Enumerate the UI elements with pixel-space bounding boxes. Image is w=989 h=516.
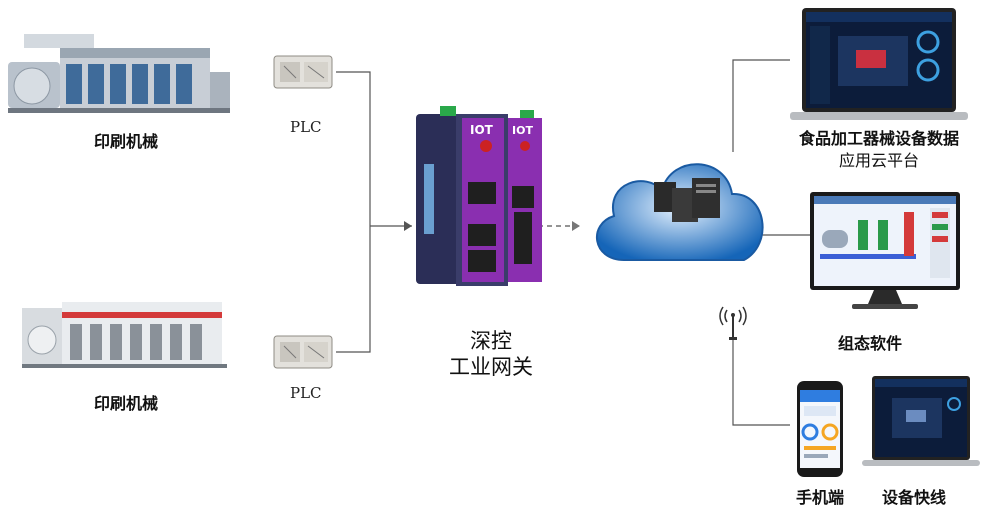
plc-bottom-label: PLC — [290, 384, 322, 402]
cloud-platform-label-line1: 食品加工器械设备数据 — [798, 129, 959, 148]
mobile-label: 手机端 — [796, 488, 845, 507]
equipment-label: 设备快线 — [882, 488, 947, 507]
scada-monitor-image — [810, 192, 960, 309]
gateway-label-line1: 深控 — [470, 329, 512, 353]
gateway-logo-left: IOT — [470, 123, 494, 137]
printing-machine-top-label: 印刷机械 — [94, 132, 159, 151]
arrow-to-cloud — [572, 221, 580, 231]
arrow-to-gateway — [404, 221, 412, 231]
cloud-platform-label: 食品加工器械设备数据 应用云平台 — [786, 128, 972, 172]
cloud-platform-label-line2: 应用云平台 — [838, 151, 919, 170]
cloud-icon — [596, 163, 764, 261]
plc-bus-line — [336, 71, 371, 353]
wireless-antenna-icon — [719, 306, 747, 340]
printing-machine-top-image — [4, 28, 234, 116]
plc-top-image — [273, 55, 333, 89]
plc-bottom-image — [273, 335, 333, 369]
mobile-phone-image — [797, 381, 843, 477]
equipment-laptop-image — [862, 376, 980, 466]
printing-machine-bottom-image — [18, 290, 233, 370]
plc-top-label: PLC — [290, 118, 322, 136]
gateway-device-image: IOT IOT — [416, 106, 542, 286]
gateway-logo-right: IOT — [512, 124, 533, 137]
printing-machine-bottom-label: 印刷机械 — [94, 394, 159, 413]
gateway-label: 深控 工业网关 — [436, 328, 546, 380]
cloud-platform-laptop-image — [790, 8, 968, 120]
antenna-to-mobile-line — [732, 340, 790, 426]
cloud-to-platform-line — [732, 59, 790, 152]
scada-label: 组态软件 — [838, 334, 903, 353]
gateway-label-line2: 工业网关 — [449, 355, 533, 379]
